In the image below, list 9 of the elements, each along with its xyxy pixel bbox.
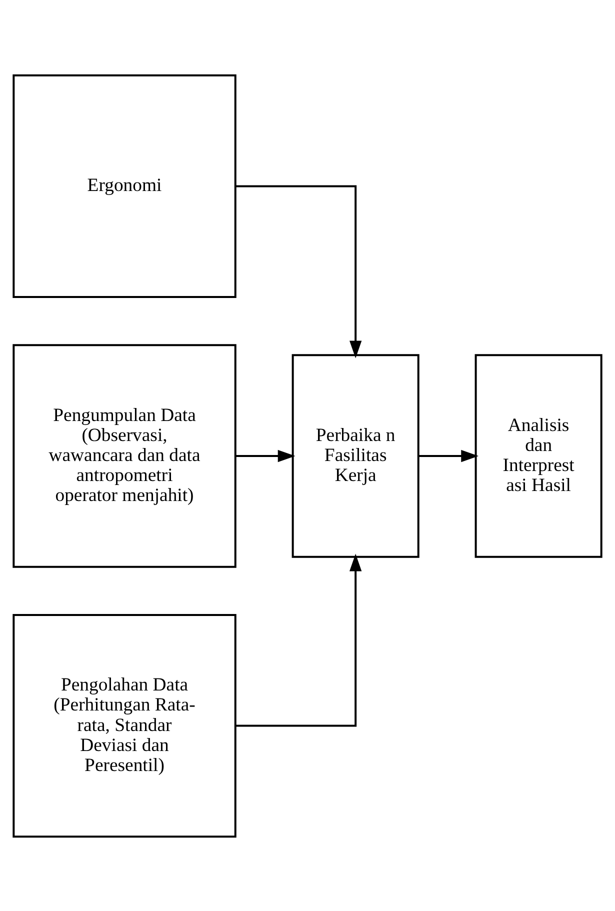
arrow [236,184,362,358]
arrow [418,449,479,462]
arrow [236,449,296,462]
node-box: Pengumpulan Data (Observasi, wawancara dan data antropometri operator menjahit) [12,344,236,568]
node-box: Perbaika n Fasilitas Kerja [292,354,420,558]
node-box: Analisis dan Interprest asi Hasil [474,354,602,558]
node-box: Pengolahan Data (Perhitungan Rata-rata, Standar Deviasi dan Peresentil) [12,613,236,838]
node-box: Ergonomi [12,74,236,298]
arrow [236,553,362,726]
